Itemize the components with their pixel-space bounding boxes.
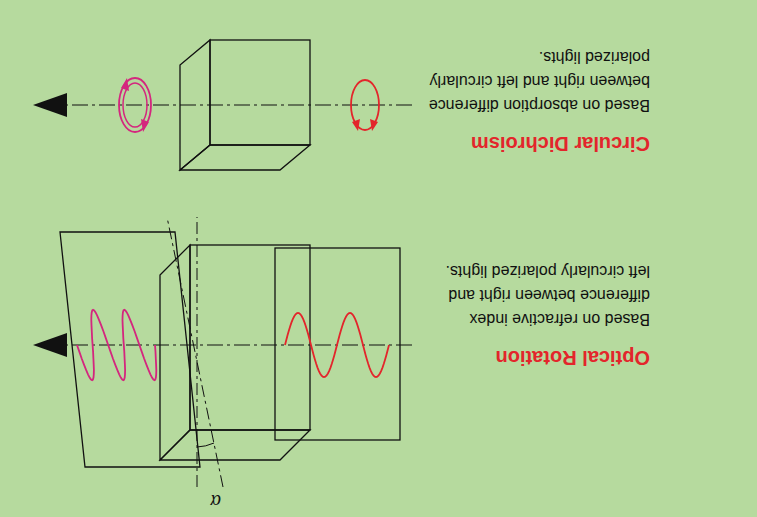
sample-cell-front [210,40,310,145]
arrow-head [33,333,67,357]
linear-polarized-wave [285,313,389,377]
rotation-arrow [141,119,149,132]
polarizer-plate [275,248,400,440]
sample-cell-side [180,40,210,170]
rotation-arrow [352,119,360,131]
elliptical-polarization-outer [119,78,151,132]
angle-arc [197,443,214,447]
description-text: Based on refractive index difference bet… [428,259,650,331]
rotation-arrow [370,119,378,131]
sample-cell-side [160,245,190,460]
angle-label: α [211,490,222,513]
circular-polarization-incident [351,80,379,130]
sample-cell-front [190,245,310,430]
sample-cell-top [160,430,310,460]
rotated-polarized-wave [77,310,156,380]
description-text: Based on absorption difference between r… [400,45,650,117]
section-title: Optical Rotation [496,346,650,369]
analyzer-plate [60,232,200,467]
light-axis [67,344,412,345]
wave-group [77,310,389,380]
optical-rotation-figure [33,217,412,487]
rotated-reference-line [167,217,223,487]
rotation-arrow [121,78,129,91]
sample-cell-top [180,145,310,170]
section-title: Circular Dichroism [471,132,650,155]
circular-dichroism-figure [33,40,412,170]
arrow-head [33,93,67,117]
